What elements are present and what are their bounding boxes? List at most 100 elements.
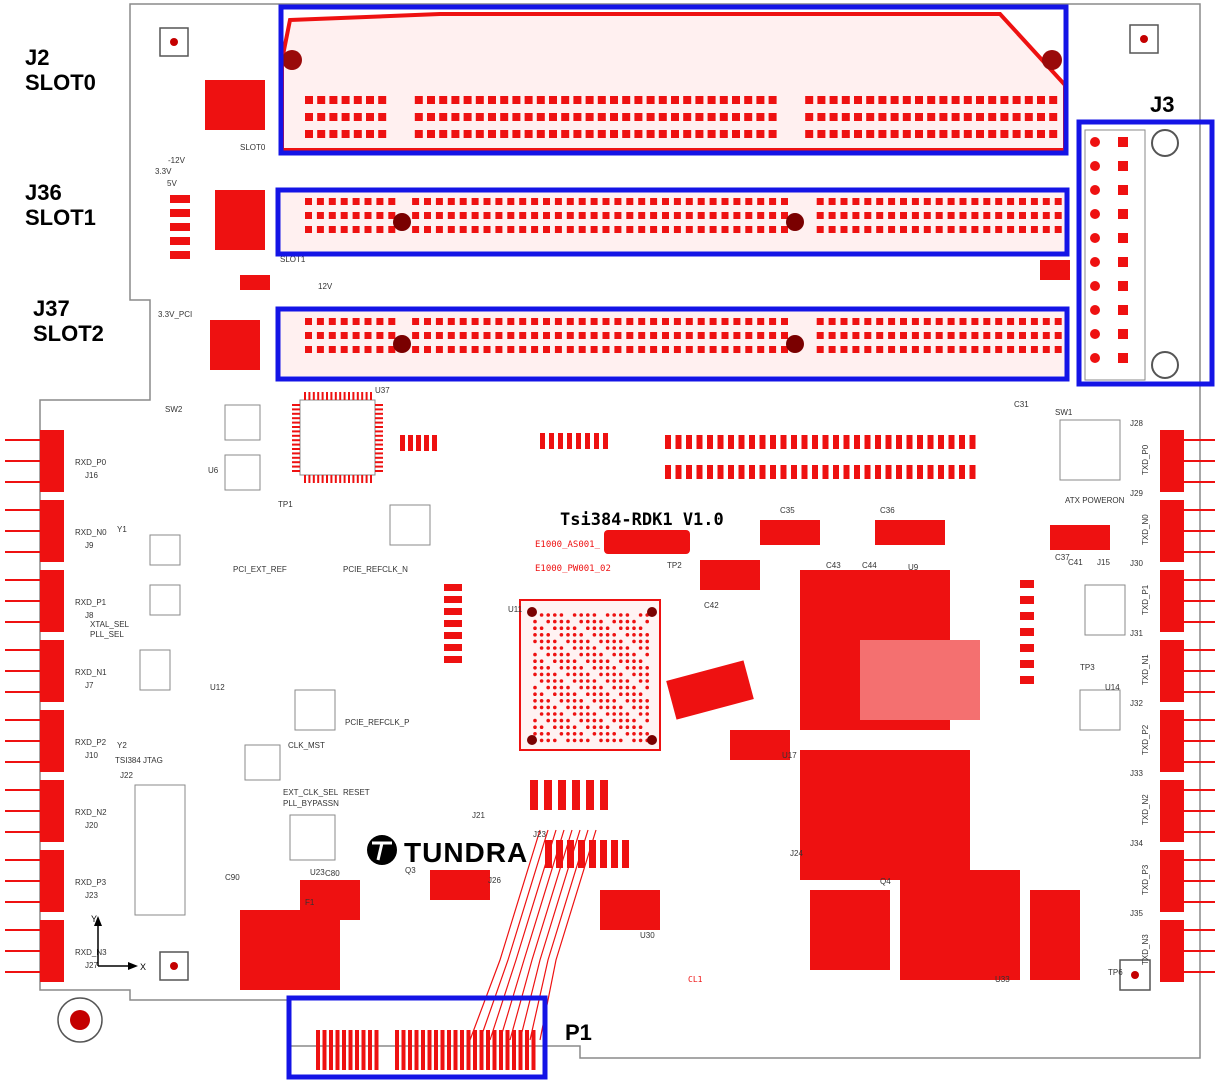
slot1-pin (721, 226, 729, 233)
bga-ball (605, 738, 610, 743)
slot1-pin (745, 212, 753, 219)
txd-label: TXD_P2 (1141, 724, 1150, 755)
resistor-pad (843, 435, 850, 449)
slot1-pin (709, 198, 717, 205)
slot2-pin (531, 318, 539, 325)
bga-ball (605, 633, 610, 637)
slot2-pin (721, 318, 729, 325)
callout-j3-ref: J3 (1150, 92, 1175, 117)
slot0-pin (317, 96, 326, 104)
resistor-pad (948, 465, 955, 479)
slot0-pin (707, 113, 716, 121)
slot2-pin (864, 318, 872, 325)
resistor-pad (1020, 612, 1034, 620)
slot0-pin (1024, 96, 1033, 104)
slot0-pin (878, 130, 887, 138)
bga-ball (632, 725, 636, 729)
slot0-pin (329, 130, 338, 138)
slot2-pin (471, 346, 479, 353)
bga-ball (599, 672, 603, 677)
bga-ball (579, 613, 583, 617)
slot2-pin (852, 318, 860, 325)
j3-pin (1118, 329, 1128, 339)
bga-ball (559, 685, 564, 690)
slot2-pin (673, 332, 681, 339)
resistor-pad (833, 435, 839, 449)
qfp-pin (375, 439, 383, 442)
right-edge-sma (1160, 850, 1184, 912)
bga-ball (645, 652, 649, 657)
ref-designator: TP1 (278, 500, 293, 509)
slot0-pin (988, 113, 997, 121)
bga-ball (625, 626, 630, 630)
bga-ball (553, 659, 557, 663)
slot0-pin (610, 130, 618, 138)
resistor-pad (927, 465, 934, 479)
rxd-ref: J20 (85, 821, 98, 830)
bga-ball (638, 732, 643, 736)
slot0-pin (756, 113, 765, 121)
bga-ball (566, 699, 570, 703)
slot2-pin (697, 318, 705, 325)
resistor-pad (780, 435, 787, 449)
slot2-pin (745, 332, 753, 339)
bga-ball (572, 613, 577, 617)
resistor-pad (759, 435, 766, 449)
qfp-pin (375, 404, 383, 406)
bga-ball (605, 626, 610, 630)
slot0-pin (597, 96, 606, 104)
slot1-pin (1030, 226, 1038, 233)
slot1-pin (1042, 198, 1050, 205)
slot1-pin (959, 226, 967, 233)
slot0-pin (927, 130, 936, 138)
slot1-pin (471, 198, 479, 205)
resistor-pad (1020, 644, 1034, 652)
slot2-pin (983, 346, 991, 353)
slot2-pin (900, 346, 907, 353)
resistor-pad (558, 433, 563, 449)
slot2-pin (923, 318, 931, 325)
slot2-pin (519, 318, 527, 325)
slot0-pin (475, 96, 484, 104)
bga-ball (559, 666, 564, 670)
bga-ball (566, 692, 570, 696)
bga-ball (619, 646, 623, 650)
slot0-pin (805, 130, 814, 138)
slot2-pin (305, 318, 312, 325)
bga-ball (533, 672, 537, 677)
qfp-pin (312, 475, 315, 483)
bga-ball (572, 699, 577, 703)
resistor-pad (843, 465, 850, 479)
ref-designator: TP2 (667, 561, 682, 570)
slot2-pin (935, 318, 943, 325)
bga-ball (605, 672, 610, 677)
resistor-pad (567, 840, 574, 868)
slot2-pin (495, 318, 503, 325)
ref-designator: U33 (995, 975, 1010, 984)
slot1-pin (471, 226, 479, 233)
qfp-pin (375, 417, 383, 420)
slot0-pin (573, 113, 582, 121)
bga-ball (553, 738, 557, 743)
slot0-pin (451, 113, 460, 121)
slot2-pin (697, 332, 705, 339)
slot0-pin (732, 130, 740, 138)
slot1-pin (483, 212, 491, 219)
led-pad (170, 195, 190, 203)
slot1-pin (673, 226, 681, 233)
slot0-pin (866, 96, 875, 104)
bga-ball (539, 712, 544, 716)
slot0-pin (1037, 96, 1045, 104)
slot2-pin (816, 332, 824, 339)
bga-ball (605, 639, 610, 644)
slot2-pin (340, 318, 348, 325)
bga-ball (645, 732, 649, 736)
resistor-pad (444, 644, 462, 651)
slot0-pin (976, 130, 984, 138)
slot1-pin (471, 212, 479, 219)
slot0-pin (756, 96, 765, 104)
slot1-pin (733, 212, 741, 219)
silk-ext-clk-sel: EXT_CLK_SEL (283, 788, 339, 797)
bga-ball (592, 732, 597, 736)
silk-tsi384-jtag: TSI384 JTAG (115, 756, 163, 765)
